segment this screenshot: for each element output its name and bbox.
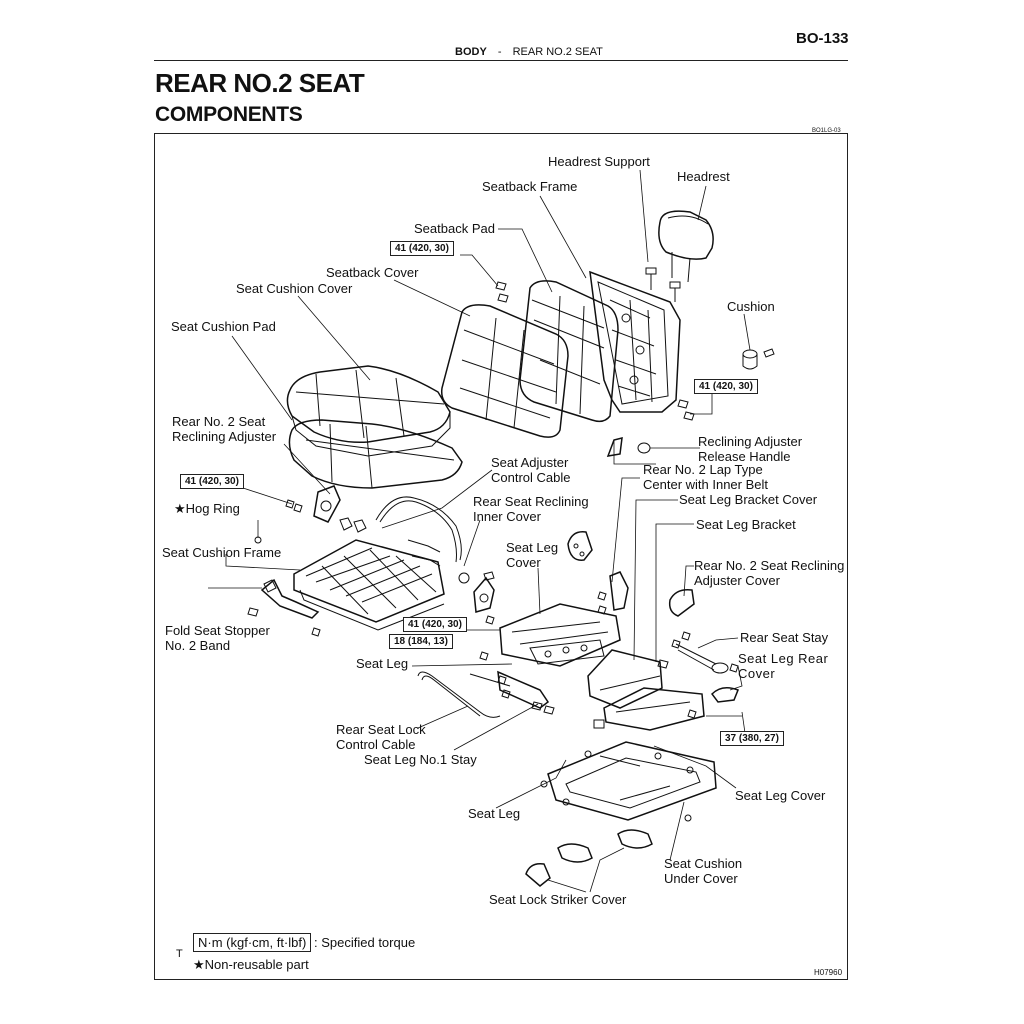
legend-marker: T [176,948,183,960]
label-fold-seat-stopper: Fold Seat Stopper No. 2 Band [165,623,270,653]
label-rear-seat-stay: Rear Seat Stay [740,630,829,645]
label-striker-cover: Seat Lock Striker Cover [489,892,627,907]
label-headrest-support: Headrest Support [548,154,650,169]
label-seat-leg-no1-stay: Seat Leg No.1 Stay [364,752,477,767]
section-breadcrumb: BODY - REAR NO.2 SEAT [455,46,603,58]
label-cushion: Cushion [727,299,775,314]
seatback-pad-part [519,280,619,423]
seat-leg-bracket-part [587,649,663,709]
label-reclining-adjuster: Rear No. 2 Seat Reclining Adjuster [172,414,277,444]
leader-lines [208,169,751,893]
torque-box-leg-2: 18 (184, 13) [389,634,453,649]
label-seat-cushion-cover: Seat Cushion Cover [236,281,353,296]
label-release-handle: Reclining Adjuster Release Handle [698,434,803,464]
label-seatback-pad: Seatback Pad [414,221,495,236]
label-lock-control-cable: Rear Seat Lock Control Cable [336,722,426,752]
reclining-adjuster-part [313,485,367,533]
seatback-cover-part [440,304,569,438]
torque-box-seatback: 41 (420, 30) [390,241,454,256]
label-adjuster-control-cable: Seat Adjuster Control Cable [491,455,571,485]
label-seat-cushion-pad: Seat Cushion Pad [171,319,276,334]
label-seat-leg-bracket-cover: Seat Leg Bracket Cover [679,492,818,507]
rear-seat-stay-part [657,643,739,674]
torque-box-adjuster: 41 (420, 30) [180,474,244,489]
headrest-part [645,210,714,302]
legend-unit-desc: : Specified torque [314,935,416,950]
label-seat-leg-cover-upper: Seat Leg Cover [506,540,559,570]
doc-code: BO1LG-03 [812,128,841,134]
seat-leg-rear-cover-part [711,687,739,703]
figure-id: H07960 [814,968,843,977]
label-seat-cushion-frame: Seat Cushion Frame [162,545,282,560]
bolts [247,281,697,719]
torque-box-leg-1: 41 (420, 30) [403,617,467,632]
label-lap-type-center: Rear No. 2 Lap Type Center with Inner Be… [643,462,769,492]
torque-box-rear: 37 (380, 27) [720,731,784,746]
label-reclining-inner-cover: Rear Seat Reclining Inner Cover [473,494,589,524]
label-seatback-cover: Seatback Cover [326,265,419,280]
page-title: REAR NO.2 SEAT [155,68,365,98]
striker-covers-part [525,829,653,887]
seat-leg-cover-part [567,531,593,561]
section-name: BODY [455,46,487,58]
seat-leg-mid-part [593,687,705,731]
lock-control-cable-part [417,671,511,718]
diagram-frame [154,133,848,980]
label-seat-leg-rear-cover: Seat Leg Rear Cover [738,651,829,681]
seat-cushion-cover-part [286,365,451,457]
label-seatback-frame: Seatback Frame [482,179,578,194]
legend-unit-box: N·m (kgf·cm, ft·lbf) [193,933,312,952]
page-subtitle: COMPONENTS [155,103,303,126]
header-rule [154,60,848,61]
label-seat-leg-upper: Seat Leg [356,656,409,671]
label-hog-ring: ★Hog Ring [174,501,240,516]
seat-leg-no1-stay-part [497,670,555,715]
seat-cushion-frame-part [293,539,445,631]
adjuster-cover-part [668,588,695,649]
seat-leg-lower-part [540,741,717,822]
section-separator: - [497,46,502,58]
cushion-part [742,348,775,370]
torque-box-frame: 41 (420, 30) [694,379,758,394]
label-headrest: Headrest [677,169,730,184]
legend-nonreusable: ★Non-reusable part [193,957,309,972]
label-under-cover: Seat Cushion Under Cover [664,856,743,886]
seat-leg-upper-part [499,603,621,667]
label-seat-leg-bracket: Seat Leg Bracket [696,517,796,532]
subsection-name: REAR NO.2 SEAT [512,46,603,58]
label-seat-leg-lower: Seat Leg [468,806,521,821]
label-adjuster-cover: Rear No. 2 Seat Reclining Adjuster Cover [694,558,845,588]
lap-belt-part [597,571,629,615]
seatback-frame-part [589,270,681,413]
fold-seat-stopper-part [260,578,320,619]
seat-cushion-pad-part [288,419,463,489]
page-number: BO-133 [796,30,849,47]
label-seat-leg-cover-lower: Seat Leg Cover [735,788,826,803]
reclining-inner-cover-part [473,571,495,613]
